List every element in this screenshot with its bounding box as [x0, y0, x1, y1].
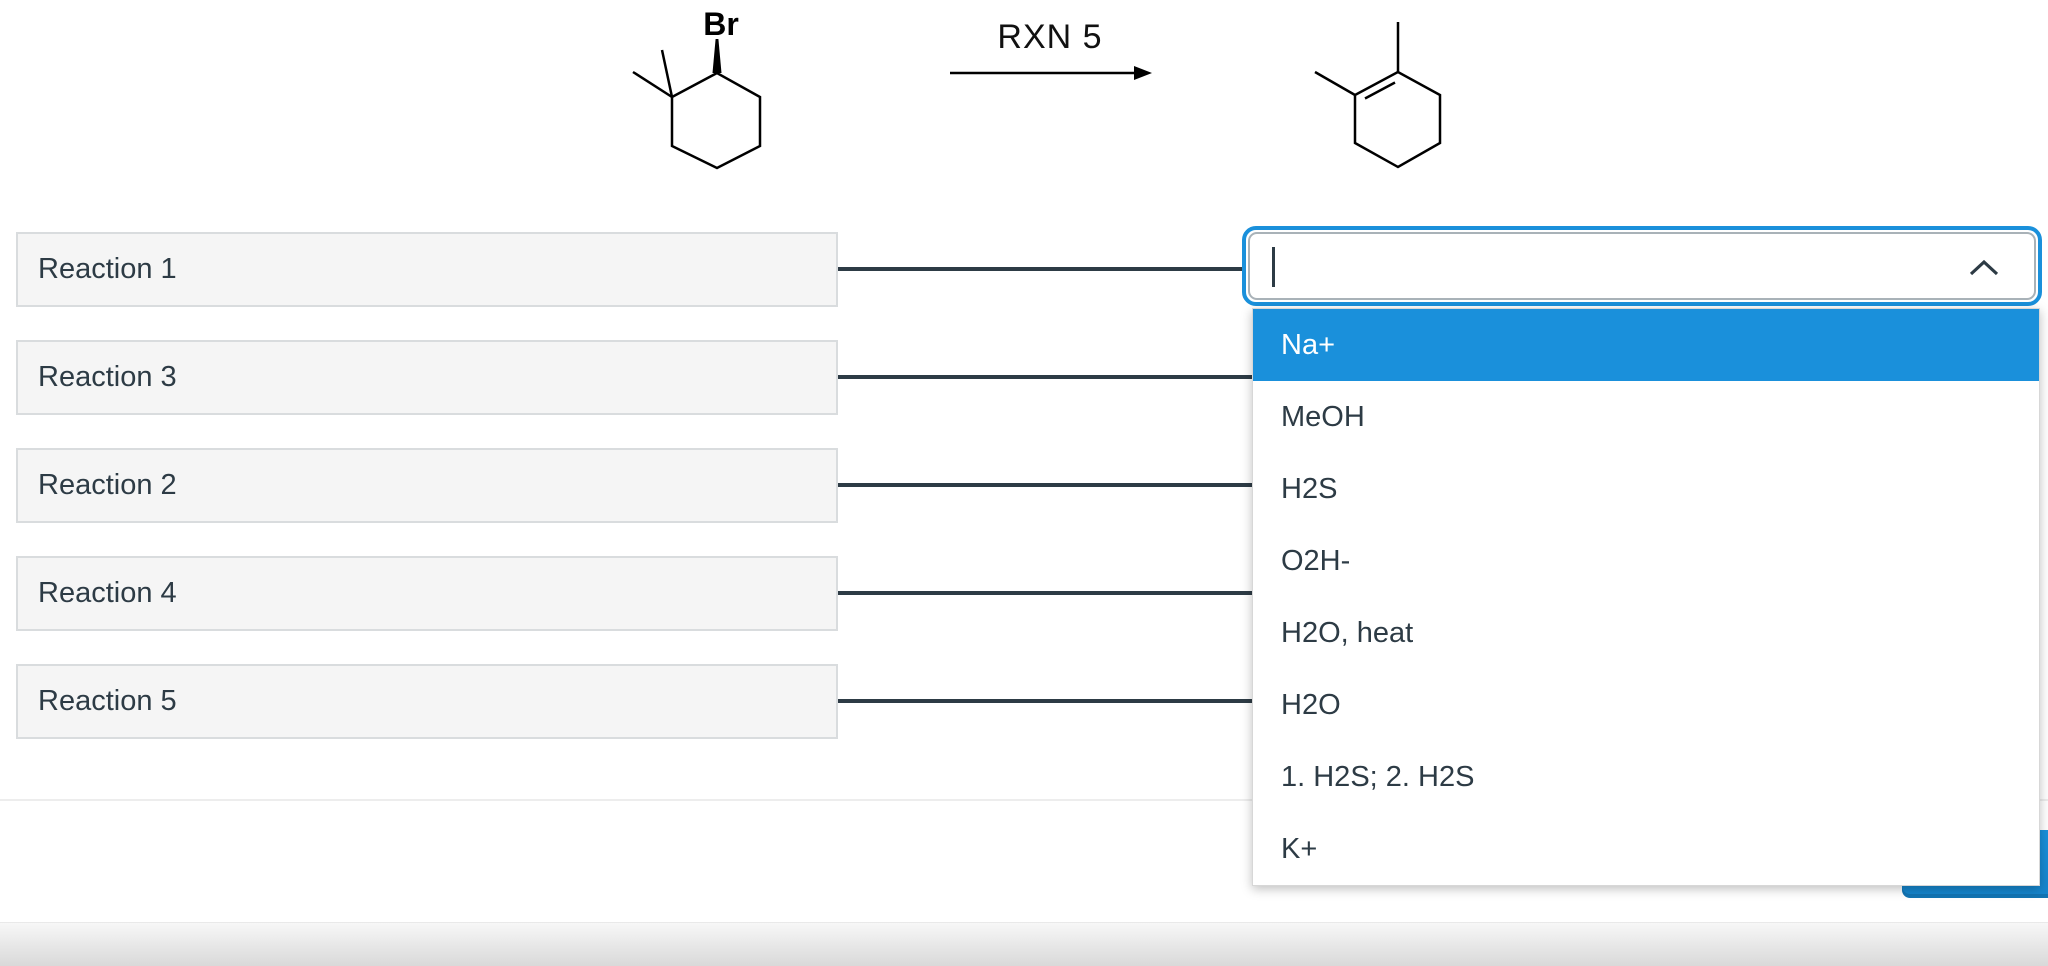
option-label: H2S — [1281, 472, 1338, 505]
text-cursor — [1272, 247, 1275, 287]
reactant-structure: Br — [600, 5, 830, 205]
option-label: Na+ — [1281, 328, 1336, 361]
bromine-label: Br — [703, 6, 739, 42]
match-stem-reaction-5: Reaction 5 — [16, 664, 838, 739]
dropdown-option[interactable]: O2H- — [1253, 525, 2039, 597]
section-divider — [0, 799, 2048, 801]
dropdown-option[interactable]: H2S — [1253, 453, 2039, 525]
option-label: 1. H2S; 2. H2S — [1281, 760, 1475, 793]
stem-label: Reaction 3 — [38, 361, 177, 393]
methyl-bond — [1314, 70, 1356, 97]
dropdown-option[interactable]: MeOH — [1253, 381, 2039, 453]
match-stem-reaction-4: Reaction 4 — [16, 556, 838, 631]
product-structure — [1290, 10, 1470, 180]
stem-label: Reaction 5 — [38, 685, 177, 717]
match-stem-reaction-3: Reaction 3 — [16, 340, 838, 415]
chevron-up-icon[interactable] — [1968, 259, 2000, 277]
wedge-bond — [712, 39, 722, 73]
stem-label: Reaction 4 — [38, 577, 177, 609]
connector-line — [838, 483, 1255, 487]
combobox-input[interactable] — [1248, 232, 2036, 300]
answer-dropdown: Na+ MeOH H2S O2H- H2O, heat H2O 1. H2S; … — [1252, 308, 2040, 886]
connector-line — [838, 699, 1255, 703]
methyl-bond — [632, 70, 673, 99]
answer-combobox[interactable] — [1242, 226, 2042, 306]
arrowhead — [1134, 66, 1152, 80]
match-stem-reaction-2: Reaction 2 — [16, 448, 838, 523]
methyl-bond — [660, 49, 674, 98]
match-stem-reaction-1: Reaction 1 — [16, 232, 838, 307]
connector-line — [838, 591, 1255, 595]
dropdown-option[interactable]: K+ — [1253, 813, 2039, 885]
reaction-arrow-label: RXN 5 — [997, 18, 1103, 56]
option-label: K+ — [1281, 832, 1318, 865]
cyclohexene-ring — [1353, 70, 1442, 169]
cyclohexane-ring — [670, 71, 762, 170]
double-bond — [1364, 81, 1396, 100]
option-label: H2O, heat — [1281, 616, 1414, 649]
option-label: H2O — [1281, 688, 1341, 721]
dropdown-option[interactable]: H2O — [1253, 669, 2039, 741]
option-label: O2H- — [1281, 544, 1351, 577]
reaction-arrow — [940, 20, 1160, 95]
connector-line — [838, 267, 1255, 271]
stem-label: Reaction 2 — [38, 469, 177, 501]
connector-line — [838, 375, 1255, 379]
option-label: MeOH — [1281, 400, 1365, 433]
footer-bar — [0, 922, 2048, 966]
dropdown-option[interactable]: 1. H2S; 2. H2S — [1253, 741, 2039, 813]
dropdown-option[interactable]: H2O, heat — [1253, 597, 2039, 669]
stem-label: Reaction 1 — [38, 253, 177, 285]
dropdown-option[interactable]: Na+ — [1253, 309, 2039, 381]
